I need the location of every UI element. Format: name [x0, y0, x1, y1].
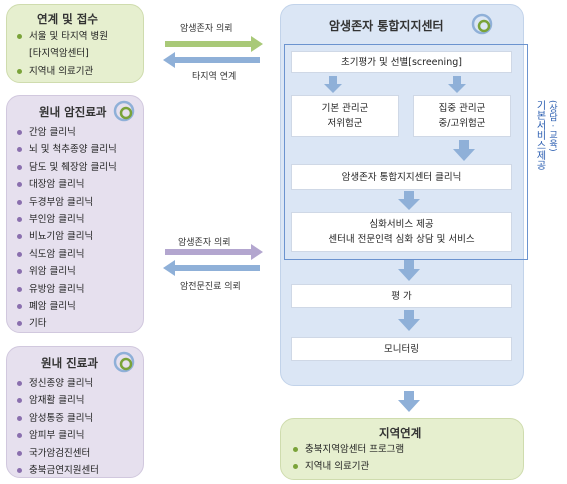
dept-list: 정신종양 클리닉 암재활 클리닉 암성통증 클리닉 암피부 클리닉 국가암검진센… — [17, 375, 99, 479]
split-arrows — [324, 76, 466, 93]
arrow-right-icon — [165, 244, 263, 260]
arrow-down-icon — [324, 76, 342, 93]
list-item: 뇌 및 척추종양 클리닉 — [17, 141, 117, 158]
list-item: 서울 및 타지역 병원 — [17, 28, 108, 45]
center-logo-icon — [113, 100, 135, 122]
arrow-right-icon — [165, 36, 263, 52]
list-item: 암피부 클리닉 — [17, 427, 99, 444]
list-item: 위암 클리닉 — [17, 263, 117, 280]
center-title: 암생존자 통합지지센터 — [329, 19, 444, 33]
cancer-dept-title: 원내 암진료과 — [39, 105, 107, 119]
arrow-left-icon — [163, 52, 260, 68]
list-item: 폐암 클리닉 — [17, 298, 117, 315]
arrow-down-icon — [398, 391, 420, 412]
list-item: 암성통증 클리닉 — [17, 410, 99, 427]
arrow-down-icon — [398, 260, 420, 281]
monitor-box: 모니터링 — [291, 337, 512, 361]
cancer-dept-panel: 원내 암진료과 간암 클리닉 뇌 및 척추종양 클리닉 담도 및 췌장암 클리닉… — [6, 95, 144, 333]
list-item: 식도암 클리닉 — [17, 246, 117, 263]
arrow-label-mid-right: 암생존자 의뢰 — [178, 238, 231, 248]
clinic-box: 암생존자 통합지지센터 클리닉 — [291, 164, 512, 190]
list-item: 부인암 클리닉 — [17, 211, 117, 228]
arrow-down-icon — [448, 76, 466, 93]
list-item: 기타 — [17, 315, 117, 332]
center-logo-icon — [113, 351, 135, 373]
arrow-down-icon — [453, 140, 475, 161]
links-title: 연계 및 접수 — [37, 12, 98, 26]
arrow-down-icon — [398, 191, 420, 210]
dept-panel: 원내 진료과 정신종양 클리닉 암재활 클리닉 암성통증 클리닉 암피부 클리닉… — [6, 346, 144, 478]
core-flow-frame — [284, 44, 528, 260]
list-item: 국가암검진센터 — [17, 445, 99, 462]
list-item: 대장암 클리닉 — [17, 176, 117, 193]
list-item: 유방암 클리닉 — [17, 281, 117, 298]
list-item: 비뇨기암 클리닉 — [17, 228, 117, 245]
side-label-sub: (상담 · 교육) — [547, 100, 557, 152]
list-item: [타지역암센터] — [29, 48, 89, 60]
regional-title: 지역연계 — [379, 426, 422, 440]
list-item: 지역내 의료기관 — [293, 458, 404, 475]
dept-title: 원내 진료과 — [41, 356, 98, 370]
list-item: 담도 및 췌장암 클리닉 — [17, 159, 117, 176]
eval-box: 평 가 — [291, 284, 512, 308]
arrow-label-mid-left: 암전문진료 의뢰 — [180, 282, 241, 292]
flow-arrows — [163, 36, 263, 276]
list-item: 간암 클리닉 — [17, 124, 117, 141]
links-panel: 연계 및 접수 서울 및 타지역 병원 [타지역암센터] 지역내 의료기관 — [6, 4, 144, 83]
arrow-label-top-left: 타지역 연계 — [192, 72, 237, 82]
arrow-down-icon — [398, 310, 420, 331]
regional-list: 충북지역암센터 프로그램 지역내 의료기관 — [293, 441, 404, 476]
list-item: 지역내 의료기관 — [17, 63, 108, 80]
links-list: 서울 및 타지역 병원 [타지역암센터] 지역내 의료기관 — [17, 28, 108, 80]
center-logo-icon — [471, 13, 493, 35]
list-item: 충북금연지원센터 — [17, 462, 99, 479]
list-item: 충북지역암센터 프로그램 — [293, 441, 404, 458]
side-label: 기본서비스제공 (상담 · 교육) — [530, 100, 560, 210]
arrow-label-top-right: 암생존자 의뢰 — [180, 24, 233, 34]
list-item: 정신종양 클리닉 — [17, 375, 99, 392]
list-item: 두경부암 클리닉 — [17, 194, 117, 211]
arrow-left-icon — [163, 260, 260, 276]
side-label-text: 기본서비스제공 — [534, 100, 545, 170]
regional-panel: 지역연계 충북지역암센터 프로그램 지역내 의료기관 — [280, 418, 524, 480]
list-item: 암재활 클리닉 — [17, 392, 99, 409]
screening-box: 초기평가 및 선별[screening] — [291, 51, 512, 73]
cancer-dept-list: 간암 클리닉 뇌 및 척추종양 클리닉 담도 및 췌장암 클리닉 대장암 클리닉… — [17, 124, 117, 333]
